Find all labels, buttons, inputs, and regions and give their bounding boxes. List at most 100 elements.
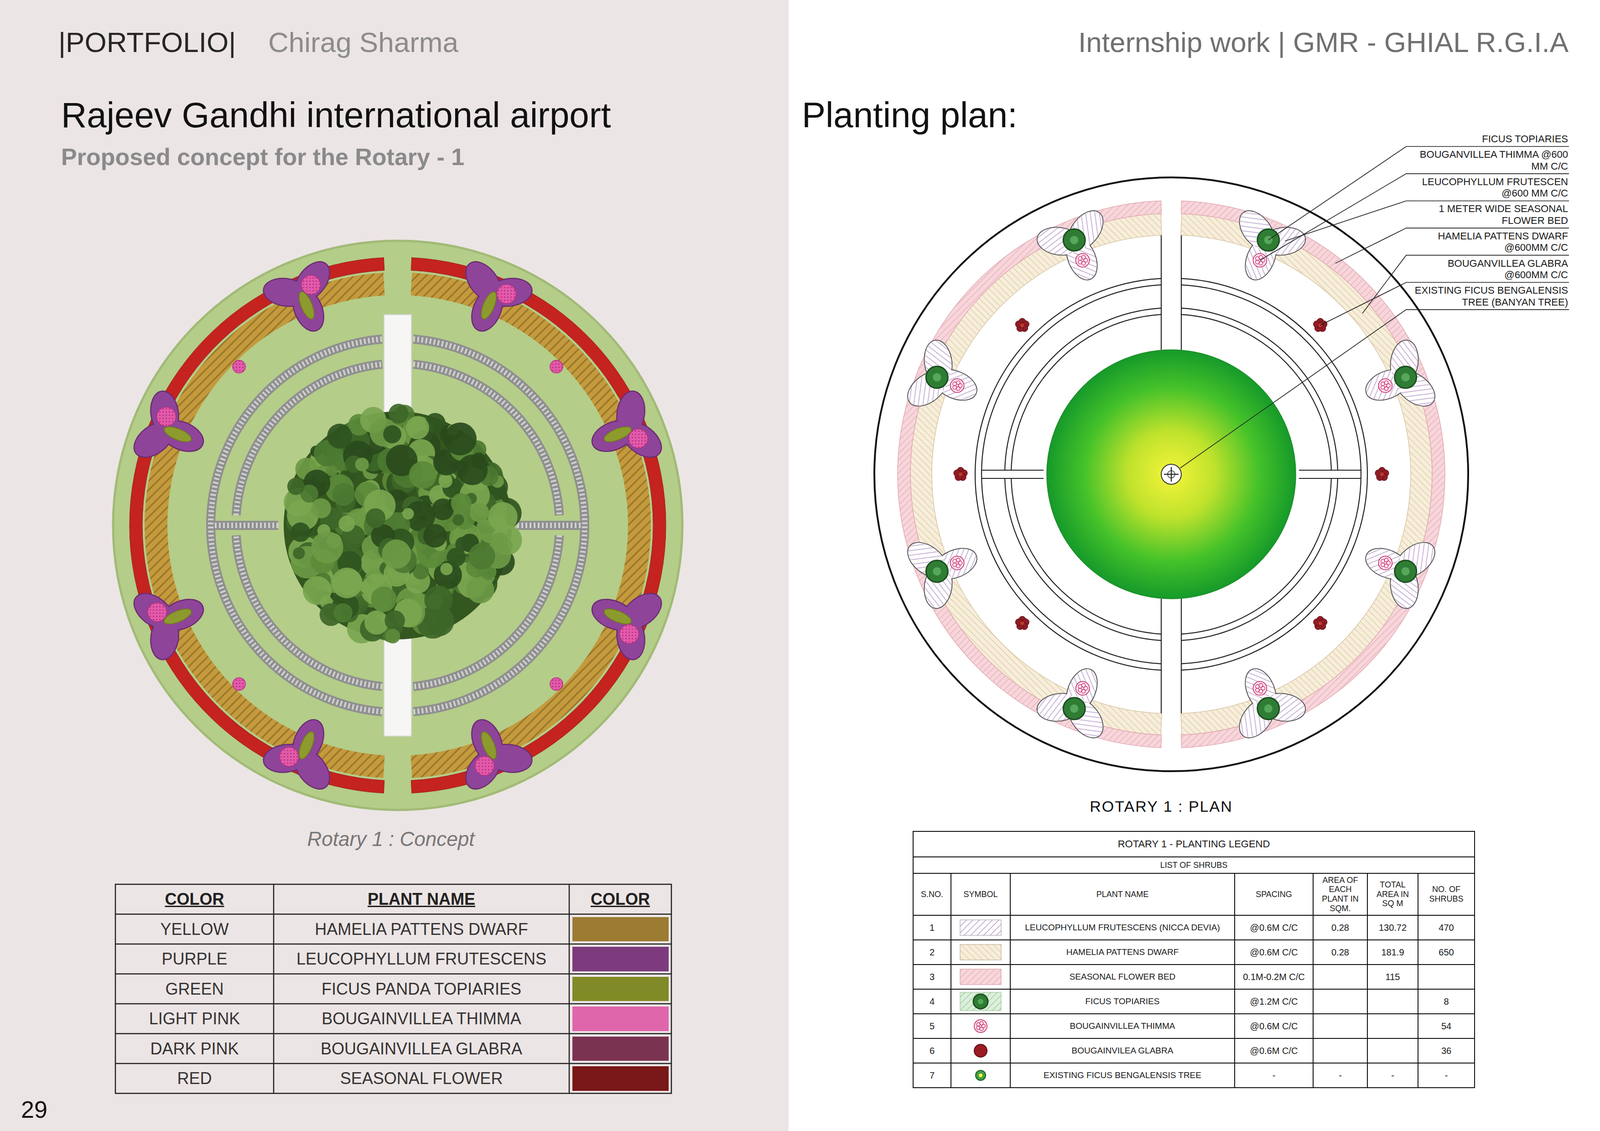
legend-text: FICUS TOPIARIES xyxy=(1010,989,1235,1014)
legend-symbols xyxy=(974,1044,988,1058)
table-cell: @0.6M C/C xyxy=(1234,1013,1314,1039)
callout-label: 1 METER WIDE SEASONAL FLOWER BED xyxy=(1410,202,1569,227)
concept-rotary xyxy=(496,284,516,304)
table-grid xyxy=(913,939,1475,941)
table-cell: 1 xyxy=(913,915,951,941)
table-grid xyxy=(115,943,672,946)
table-header: COLOR xyxy=(115,884,274,915)
planting-plan xyxy=(1394,366,1417,389)
concept-rotary xyxy=(438,473,453,489)
concept-rotary xyxy=(488,502,518,532)
concept-rotary xyxy=(602,605,634,628)
planting-plan xyxy=(1233,692,1281,744)
planting-plan xyxy=(1020,621,1024,626)
planting-plan xyxy=(1381,562,1385,567)
table-header: SYMBOL xyxy=(950,873,1011,916)
table-header: TOTAL AREA IN SQ M xyxy=(1367,873,1419,916)
table-cell: YELLOW xyxy=(115,914,274,945)
page-header: Internship work | GMR - GHIAL R.G.I.A xyxy=(957,21,1572,63)
planting-plan xyxy=(1046,349,1296,599)
table-grid xyxy=(1234,873,1236,1088)
section-heading: Planting plan: xyxy=(799,92,1210,139)
table-cell: 650 xyxy=(1418,940,1475,965)
planting-plan xyxy=(1020,323,1024,328)
concept-rotary xyxy=(517,520,581,530)
concept-rotary xyxy=(129,257,385,794)
planting-plan xyxy=(932,567,941,576)
planting-plan xyxy=(1257,697,1280,720)
legend-text: BOUGAINVILLEA GLABRA xyxy=(273,1033,570,1065)
leader-lines xyxy=(1320,282,1569,326)
planting-plan xyxy=(1381,385,1385,390)
planting-plan xyxy=(950,555,965,570)
concept-rotary xyxy=(302,576,332,605)
table-grid xyxy=(568,884,571,1094)
portfolio-tag: |PORTFOLIO| xyxy=(55,21,266,63)
table-grid xyxy=(115,913,672,915)
planting-plan xyxy=(1070,235,1079,245)
concept-rotary xyxy=(469,503,490,523)
planting-plan xyxy=(1078,688,1082,692)
table-title: ROTARY 1 - PLANTING LEGEND xyxy=(913,831,1475,858)
legend-symbols xyxy=(976,1026,981,1030)
table-grid xyxy=(913,831,1475,1088)
table-cell: 7 xyxy=(913,1063,951,1088)
planting-plan xyxy=(1252,681,1267,696)
planting-plan xyxy=(1255,688,1260,692)
table-cell: - xyxy=(1313,1063,1368,1088)
planting-plan xyxy=(1401,373,1410,382)
concept-rotary xyxy=(365,508,386,529)
leader-lines xyxy=(1180,309,1569,468)
table-cell: LIGHT PINK xyxy=(115,1003,274,1034)
planting-plan xyxy=(1318,621,1323,626)
table-cell: PURPLE xyxy=(115,944,274,975)
concept-rotary xyxy=(477,290,500,322)
table-cell: - xyxy=(1367,1063,1419,1088)
concept-rotary xyxy=(550,360,563,374)
concept-rotary xyxy=(301,275,321,295)
concept-rotary xyxy=(128,587,179,635)
legend-symbols xyxy=(979,1021,984,1026)
table-grid xyxy=(913,872,1475,874)
legend-text: FICUS PANDA TOPIARIES xyxy=(273,974,570,1005)
table-cell: 0.28 xyxy=(1313,940,1368,965)
plan-caption: ROTARY 1 : PLAN xyxy=(1038,794,1285,820)
concept-rotary xyxy=(628,429,648,449)
table-grid xyxy=(913,1013,1475,1015)
table-grid xyxy=(913,988,1475,990)
concept-rotary xyxy=(332,483,355,506)
concept-rotary xyxy=(455,536,470,552)
leader-lines xyxy=(1259,173,1569,261)
planting-plan xyxy=(1063,228,1086,251)
table-cell: 2 xyxy=(913,940,951,965)
table-cell: 181.9 xyxy=(1367,940,1419,965)
table-header: COLOR xyxy=(569,884,672,915)
concept-rotary xyxy=(283,411,512,640)
concept-rotary xyxy=(156,407,177,427)
concept-rotary xyxy=(331,567,363,599)
planting-plan xyxy=(1075,253,1090,268)
table-cell: RED xyxy=(115,1063,274,1094)
planting-plan xyxy=(925,366,948,389)
planting-plan xyxy=(1378,555,1393,570)
leader-lines xyxy=(1362,255,1569,314)
planting-plan xyxy=(1075,681,1090,696)
color-swatch xyxy=(572,1036,669,1062)
color-swatch xyxy=(572,1006,669,1032)
leader-lines xyxy=(1268,146,1569,240)
table-header: PLANT NAME xyxy=(1010,873,1235,916)
concept-rotary xyxy=(385,628,400,644)
legend-text: SEASONAL FLOWER xyxy=(273,1063,570,1094)
planting-plan xyxy=(1180,598,1182,714)
concept-rotary xyxy=(236,364,383,516)
concept-rotary xyxy=(236,535,383,687)
table-subtitle: LIST OF SHRUBS xyxy=(913,857,1475,874)
concept-rotary xyxy=(410,257,666,794)
concept-rotary xyxy=(296,729,318,761)
concept-rotary xyxy=(477,729,500,761)
planting-plan xyxy=(1081,255,1086,260)
legend-symbols xyxy=(960,992,1002,1011)
table-header: S.NO. xyxy=(913,873,951,916)
planting-plan xyxy=(1252,253,1267,268)
